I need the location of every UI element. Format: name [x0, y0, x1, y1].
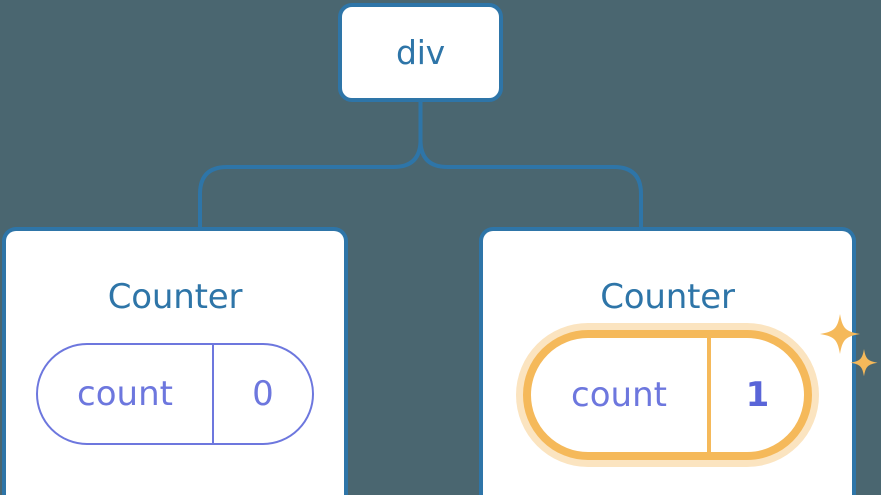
node-counter-right[interactable]: Counter count 1: [479, 227, 878, 495]
state-pill-left-wrap: count 0: [36, 343, 314, 445]
node-counter-right-title: Counter: [600, 277, 735, 317]
node-counter-left[interactable]: Counter count 0: [2, 227, 348, 495]
state-pill-left-value: 0: [252, 374, 274, 414]
state-pill-right-wrap: count 1: [523, 314, 878, 460]
sparkle-large-icon: [820, 314, 860, 354]
state-pill-right-key: count: [531, 338, 711, 452]
state-pill-right[interactable]: count 1: [523, 330, 812, 460]
state-pill-left[interactable]: count 0: [36, 343, 314, 445]
edge-root-to-counter-right: [418, 100, 643, 229]
node-div-label: div: [395, 33, 446, 72]
sparkle-small-icon: [850, 349, 878, 377]
edge-root-to-counter-left: [198, 100, 423, 229]
state-pill-left-key: count: [38, 345, 214, 443]
node-counter-left-title: Counter: [107, 277, 243, 317]
node-div[interactable]: div: [338, 3, 503, 102]
sparkle-icon-group: [820, 314, 878, 377]
state-pill-right-value: 1: [745, 375, 770, 415]
